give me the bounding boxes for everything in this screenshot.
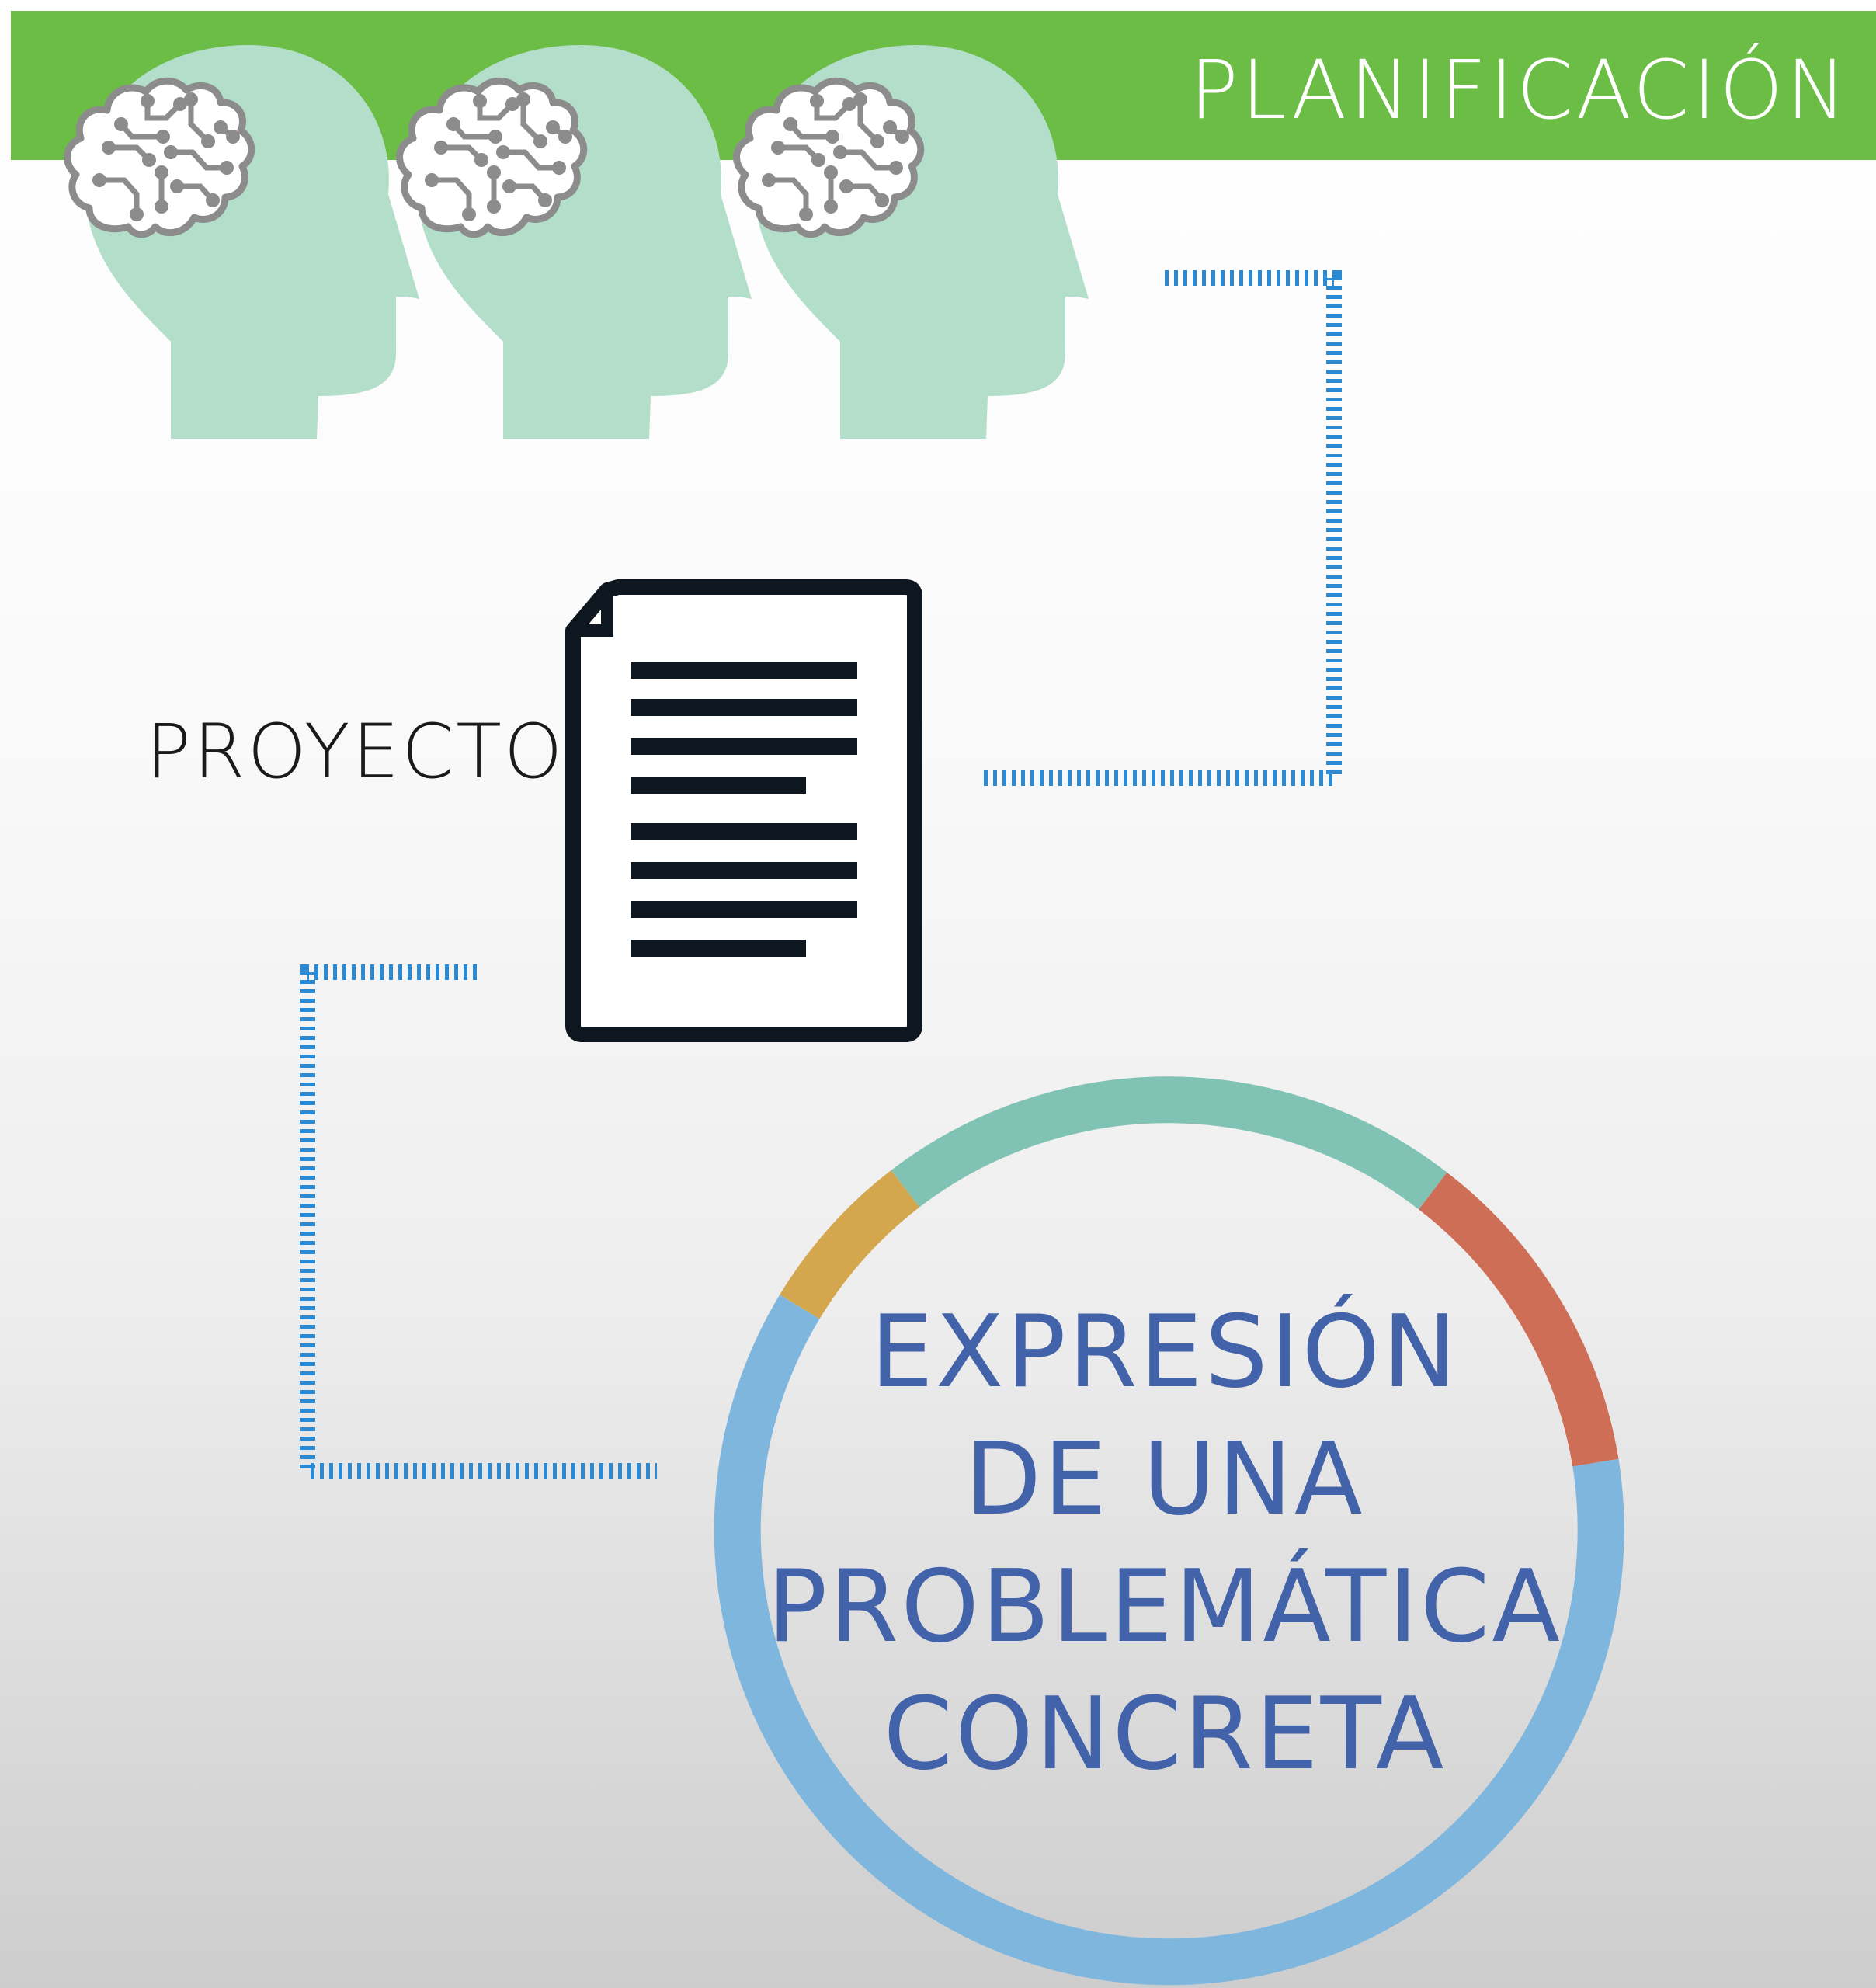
head-brain-icon-2 [400,45,752,439]
problem-line-1: EXPRESIÓN [870,1295,1460,1410]
document-icon [565,579,922,1042]
head-brain-icon-1 [68,45,419,439]
connector-heads-to-document [983,270,1342,786]
ring-segment-orange [1418,1172,1619,1467]
header-title: PLANIFICACIÓN [1189,43,1850,137]
problem-line-2: DE UNA [964,1422,1365,1538]
problem-line-3: PROBLEMÁTICA [767,1549,1562,1665]
ring-segment-teal [891,1076,1447,1210]
connector-document-to-problem [300,964,657,1479]
problem-line-4: CONCRETA [883,1677,1447,1792]
head-brain-icon-3 [737,45,1089,439]
ring-segment-gold [780,1170,920,1319]
problem-ring [714,1076,1624,1986]
project-label: PROYECTO [146,708,565,795]
ring-segment-blue [714,1295,1624,1986]
problem-statement: EXPRESIÓN DE UNA PROBLEMÁTICA CONCRETA [730,1289,1600,1799]
